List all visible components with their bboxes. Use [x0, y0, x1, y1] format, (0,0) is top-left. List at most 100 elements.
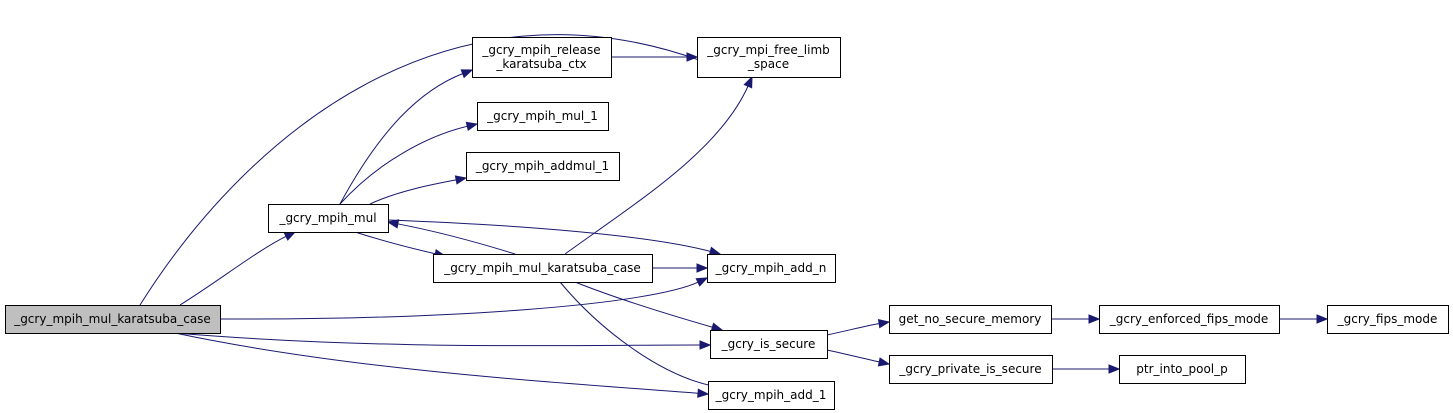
- edge-secure-to-nosec: [826, 318, 891, 336]
- node-priv[interactable]: _gcry_private_is_secure: [889, 355, 1053, 384]
- edge-root-to-secure: [174, 332, 712, 350]
- node-secure[interactable]: _gcry_is_secure: [710, 330, 828, 359]
- edge-kara-to-addn: [652, 263, 709, 273]
- arrowhead: [877, 318, 891, 329]
- arrowhead: [695, 277, 709, 287]
- edge-secure-to-priv: [826, 349, 891, 367]
- arrowhead: [283, 231, 297, 241]
- node-box: [1119, 355, 1246, 384]
- edge-mul-to-mul1: [339, 121, 479, 205]
- arrowhead: [1316, 314, 1329, 324]
- arrowhead: [1108, 364, 1121, 374]
- node-box: [697, 37, 841, 78]
- node-addmul1[interactable]: _gcry_mpih_addmul_1: [466, 152, 620, 181]
- edge-layer: [139, 34, 1329, 398]
- node-label: _gcry_is_secure: [721, 337, 816, 351]
- node-label: _karatsuba_ctx: [495, 57, 586, 71]
- node-nosec[interactable]: get_no_secure_memory: [889, 305, 1052, 334]
- node-label: _gcry_mpih_mul_karatsuba_case: [13, 312, 211, 326]
- node-label: get_no_secure_memory: [899, 312, 1042, 326]
- arrowhead: [743, 75, 753, 89]
- edge-root-to-addn: [219, 277, 709, 320]
- node-box: [707, 254, 836, 283]
- node-root[interactable]: _gcry_mpih_mul_karatsuba_case: [5, 305, 221, 334]
- edge-kara-to-mul: [386, 219, 516, 255]
- node-box: [708, 381, 835, 410]
- node-add1[interactable]: _gcry_mpih_add_1: [708, 381, 835, 410]
- edge-nosec-to-enf: [1050, 314, 1101, 324]
- node-label: _gcry_fips_mode: [1337, 312, 1438, 326]
- node-pool[interactable]: ptr_into_pool_p: [1119, 355, 1246, 384]
- edge-line: [387, 219, 712, 253]
- arrowhead: [696, 263, 709, 273]
- edge-mul-to-kara: [354, 231, 447, 259]
- node-release[interactable]: _gcry_mpih_release_karatsuba_ctx: [472, 37, 612, 78]
- arrowhead: [697, 388, 710, 398]
- edge-mul-to-addmul1: [369, 175, 468, 205]
- node-box: [1327, 305, 1449, 334]
- edge-root-to-add1: [174, 332, 710, 398]
- node-box: [477, 102, 609, 131]
- node-fips[interactable]: _gcry_fips_mode: [1327, 305, 1449, 334]
- node-label: _gcry_mpih_release: [481, 43, 600, 57]
- edge-kara-to-free: [564, 75, 753, 255]
- node-layer: _gcry_mpih_mul_karatsuba_case _gcry_mpih_…: [5, 37, 1449, 410]
- node-label: _gcry_mpih_mul: [278, 211, 376, 225]
- node-kara[interactable]: _gcry_mpih_mul_karatsuba_case: [433, 254, 653, 283]
- edge-line: [179, 235, 288, 306]
- edge-line: [826, 349, 881, 363]
- arrowhead: [386, 219, 400, 229]
- node-box: [5, 305, 221, 334]
- edge-line: [354, 231, 437, 255]
- edge-enf-to-fips: [1278, 314, 1329, 324]
- edge-line: [826, 322, 881, 336]
- arrowhead: [460, 69, 474, 79]
- edge-line: [339, 72, 464, 205]
- node-label: _gcry_private_is_secure: [898, 362, 1041, 376]
- node-box: [268, 204, 389, 233]
- node-label: _gcry_mpi_free_limb: [706, 43, 830, 57]
- arrowhead: [1088, 314, 1101, 324]
- node-free[interactable]: _gcry_mpi_free_limb_space: [697, 37, 841, 78]
- edge-release-to-free: [611, 52, 699, 62]
- arrowhead: [699, 340, 712, 350]
- node-box: [472, 37, 612, 78]
- node-box: [889, 355, 1053, 384]
- node-enf[interactable]: _gcry_enforced_fips_mode: [1099, 305, 1280, 334]
- edge-line: [396, 223, 516, 255]
- edge-line: [174, 332, 700, 394]
- node-label: _space: [747, 57, 789, 71]
- node-addn[interactable]: _gcry_mpih_add_n: [707, 254, 836, 283]
- edge-line: [564, 85, 749, 255]
- edge-mul-to-addn: [387, 219, 722, 256]
- edge-line: [559, 281, 714, 387]
- node-label: ptr_into_pool_p: [1136, 362, 1228, 376]
- edge-priv-to-pool: [1052, 364, 1121, 374]
- edge-line: [574, 281, 714, 328]
- node-label: _gcry_mpih_addmul_1: [475, 159, 609, 173]
- node-label: _gcry_mpih_add_n: [715, 261, 827, 275]
- node-mul[interactable]: _gcry_mpih_mul: [268, 204, 389, 233]
- edge-root-to-mul: [179, 231, 297, 306]
- arrowhead: [877, 357, 891, 367]
- node-label: _gcry_enforced_fips_mode: [1109, 312, 1269, 326]
- edge-kara-to-add1: [559, 281, 724, 391]
- node-box: [889, 305, 1052, 334]
- arrowhead: [710, 322, 724, 332]
- node-box: [433, 254, 653, 283]
- edge-line: [219, 281, 700, 320]
- node-box: [1099, 305, 1280, 334]
- edge-kara-to-secure: [574, 281, 724, 332]
- node-label: _gcry_mpih_add_1: [715, 388, 827, 402]
- edge-mul-to-release: [339, 69, 474, 205]
- arrowhead: [465, 121, 479, 132]
- arrowhead: [686, 52, 699, 62]
- edge-line: [139, 34, 702, 306]
- node-label: _gcry_mpih_mul_1: [486, 109, 598, 123]
- node-box: [466, 152, 620, 181]
- edge-line: [369, 179, 458, 205]
- arrowhead: [454, 175, 468, 185]
- edge-line: [174, 332, 702, 347]
- node-mul1[interactable]: _gcry_mpih_mul_1: [477, 102, 609, 131]
- node-box: [710, 330, 828, 359]
